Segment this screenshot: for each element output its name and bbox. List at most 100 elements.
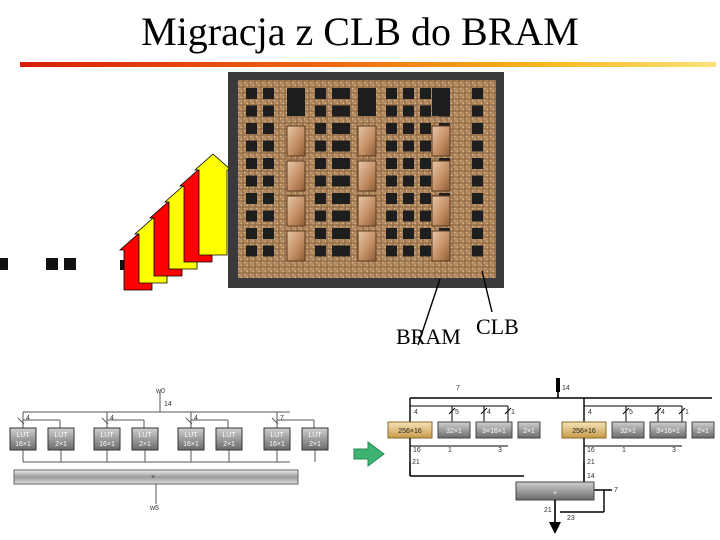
clb-cell	[315, 140, 326, 152]
bus-slash	[480, 407, 488, 415]
clb-size: 32×1	[446, 428, 462, 435]
bus-slash	[448, 407, 456, 415]
clb-cell	[386, 105, 397, 117]
decor-square	[64, 258, 76, 270]
clb-cell	[420, 210, 431, 222]
clb-size: 3×16×1	[656, 428, 680, 435]
clb-cell	[246, 123, 257, 134]
clb-cell	[472, 105, 483, 117]
bram-pointer	[417, 278, 441, 346]
clb-cell	[315, 105, 326, 117]
bus-label: 4	[487, 409, 491, 416]
bus-label: 5	[455, 409, 459, 416]
clb-box	[611, 421, 645, 439]
clb-cell	[386, 140, 397, 152]
clb-cell	[315, 193, 326, 204]
lut-size: 16×1	[15, 441, 31, 448]
bram-block	[357, 195, 377, 227]
group-bus-label: 4	[26, 415, 30, 422]
clb-cell	[339, 88, 350, 99]
bus-slash	[101, 417, 109, 425]
bram-block	[286, 195, 306, 227]
clb-cell	[263, 228, 274, 239]
clb-cell	[263, 123, 274, 134]
clb-cell	[246, 175, 257, 187]
top-bus-label: 14	[562, 385, 570, 392]
clb-cell	[339, 140, 350, 152]
lut-label: LUT	[270, 432, 284, 439]
clb-cell	[332, 245, 343, 257]
clb-box	[517, 421, 541, 439]
clb-pointer	[481, 270, 493, 313]
clb-cell	[472, 228, 483, 239]
bus-label: 5	[629, 409, 633, 416]
bus-label: 3	[498, 447, 502, 454]
feedback-label: 7	[614, 487, 618, 494]
clb-cell	[472, 175, 483, 187]
clb-cell	[386, 245, 397, 257]
clb-cell	[246, 158, 257, 169]
output-arrow	[549, 522, 561, 534]
clb-cell	[420, 88, 431, 99]
clb-size: 2×1	[697, 428, 709, 435]
bus-label: 4	[588, 409, 592, 416]
sum-in-label: 14	[587, 473, 595, 480]
clb-cell	[315, 228, 326, 239]
lut-label: LUT	[100, 432, 114, 439]
group-bus-label: 7	[280, 415, 284, 422]
clb-cell	[263, 245, 274, 257]
clb-cell	[386, 228, 397, 239]
bus-label: 3	[672, 447, 676, 454]
clb-cell	[386, 123, 397, 134]
bus-label: 4	[414, 409, 418, 416]
clb-cell	[339, 228, 350, 239]
bus-slash	[185, 417, 193, 425]
clb-cell	[339, 158, 350, 169]
clb-cell	[332, 158, 343, 169]
left-bottom-label: w5	[149, 505, 159, 512]
clb-size: 2×1	[523, 428, 535, 435]
clb-cell	[339, 210, 350, 222]
lut-label: LUT	[308, 432, 322, 439]
clb-cell	[246, 105, 257, 117]
clb-size: 32×1	[620, 428, 636, 435]
clb-cell	[386, 175, 397, 187]
clb-cell	[386, 193, 397, 204]
arrow-shape	[193, 153, 233, 256]
clb-cell	[263, 175, 274, 187]
bram-block	[357, 160, 377, 192]
clb-cell	[246, 245, 257, 257]
lut-label: LUT	[54, 432, 68, 439]
clb-cell	[339, 175, 350, 187]
clb-cell	[332, 88, 343, 99]
top-input-bar	[556, 378, 560, 392]
clb-cell	[420, 245, 431, 257]
clb-cell	[263, 193, 274, 204]
clb-cell	[246, 228, 257, 239]
clb-cell	[420, 140, 431, 152]
clb-box	[475, 421, 513, 439]
clb-cell	[339, 245, 350, 257]
bram-block	[357, 125, 377, 157]
bus-label: 1	[511, 409, 515, 416]
clb-cell	[403, 245, 414, 257]
clb-cell	[472, 210, 483, 222]
clb-cell	[315, 210, 326, 222]
clb-cell	[403, 175, 414, 187]
decor-square	[0, 258, 8, 270]
clb-cell	[246, 210, 257, 222]
clb-cell	[358, 88, 376, 116]
bram-block	[431, 195, 451, 227]
clb-cell	[420, 175, 431, 187]
clb-label: CLB	[476, 314, 519, 339]
lut-size: 16×1	[269, 441, 285, 448]
clb-box	[649, 421, 687, 439]
clb-cell	[332, 210, 343, 222]
clb-cell	[472, 245, 483, 257]
clb-cell	[315, 158, 326, 169]
clb-cell	[403, 210, 414, 222]
final-out-label: 23	[567, 515, 575, 522]
clb-cell	[420, 105, 431, 117]
